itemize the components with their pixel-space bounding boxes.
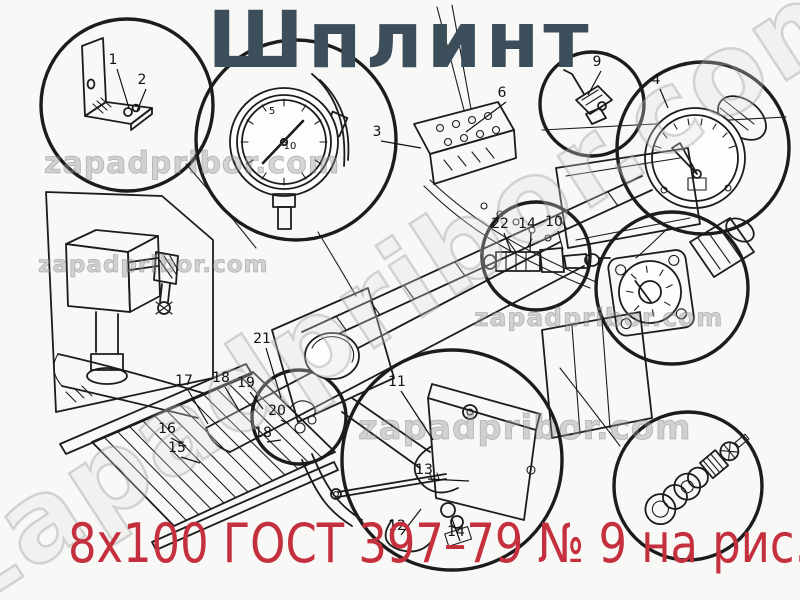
callout-leader-18 [266,439,282,443]
watermark-text-1: zapadpribor.com [38,252,269,279]
callout-leader-10 [557,230,564,251]
callout-leader-14 [451,518,461,542]
callout-leader-22 [503,232,512,253]
radiator-grille [59,363,339,551]
callout-22: 22 [491,216,509,232]
gauge-ticks [240,98,328,186]
callout-6: 6 [498,85,507,101]
pressure-gauge [229,73,350,230]
callout-14: 14 [447,524,465,540]
callout-leader-2 [136,88,147,112]
callout-leader-6 [465,101,507,133]
callout-16: 16 [158,421,176,437]
callout-leader-14 [529,232,532,253]
callout-12: 12 [388,518,406,534]
callout-leader-3 [380,140,422,149]
clamp-detail [330,383,541,553]
callout-19: 19 [237,375,255,391]
callout-leader-16 [170,437,187,447]
connector-lines [185,4,787,447]
callout-leader-15 [180,456,201,464]
callout-leader-11 [400,390,434,441]
callout-leader-17 [187,389,209,425]
watermark-text-3: zapadpribor.com [358,408,692,449]
callout-leader-18 [224,386,241,413]
callout-15: 15 [168,440,186,456]
callout-leader-1 [116,68,130,109]
callout-18: 18 [254,425,272,441]
callout-13: 13 [415,462,433,478]
callout-20: 20 [268,403,286,419]
callout-4: 4 [652,72,661,88]
callout-17: 17 [175,373,193,389]
page-title: Шплинт [207,0,593,86]
fuel-pump-inset [45,191,214,419]
callout-leader-21 [265,347,282,399]
callout-1: 1 [109,52,118,68]
callout-3: 3 [373,124,382,140]
flanged-instrument [607,210,763,337]
callout-14: 14 [518,216,536,232]
bracket-detail [81,37,153,131]
callout-11: 11 [388,374,406,390]
callout-leader-20 [280,419,290,425]
callout-5: 5 [269,106,275,117]
callout-10: 10 [284,141,297,152]
callout-10: 10 [545,214,563,230]
caption: 8x100 ГОСТ 397–79 № 9 на рис. [68,512,800,575]
main-assembly [205,147,701,527]
callout-leader-12 [400,508,422,536]
fuel-gauge [644,95,767,209]
callout-leader-4 [659,88,669,109]
callout-2: 2 [138,72,147,88]
gauge-needle [261,119,305,165]
callout-21: 21 [253,331,271,347]
watermark-text-0: zapadpribor.com [44,146,341,182]
callout-leader-13 [427,478,470,482]
watermark-text-2: zapadpribor.com [474,303,724,333]
plug-stack-detail [644,433,750,526]
callout-9: 9 [593,54,602,70]
callout-18: 18 [212,370,230,386]
callout-leader-9 [587,70,602,96]
callout-leader-19 [249,391,264,410]
